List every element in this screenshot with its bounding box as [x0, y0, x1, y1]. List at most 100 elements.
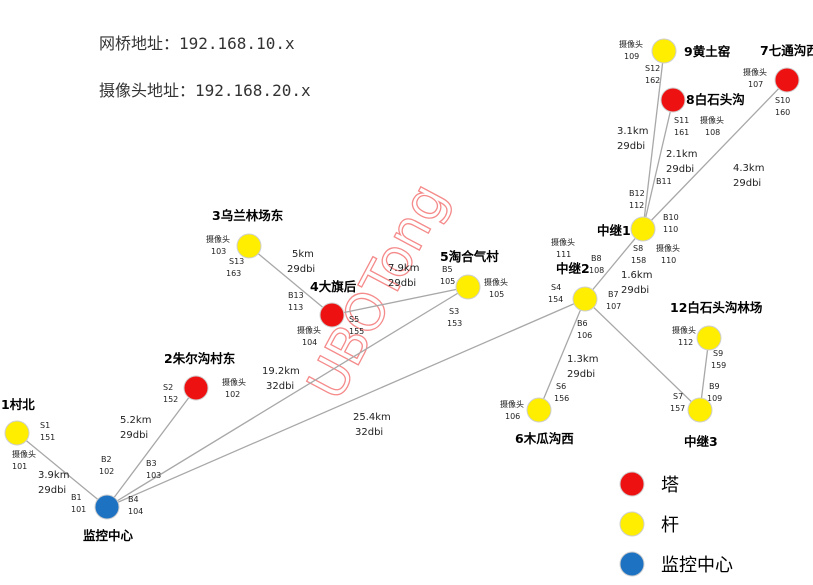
equipment-number: 153 — [447, 319, 462, 328]
link-gain-label: 29dbi — [38, 485, 66, 496]
node-n2 — [183, 375, 209, 401]
equipment-number: 154 — [548, 295, 563, 304]
node-name: 4大旗后 — [310, 279, 357, 294]
node-n5 — [455, 274, 481, 300]
equipment-code: B13 — [288, 291, 304, 300]
camera-label: 摄像头 — [743, 67, 767, 77]
equipment-code: B11 — [656, 177, 672, 186]
camera-id: 112 — [678, 338, 693, 347]
equipment-code: B3 — [146, 459, 157, 468]
equipment-code: S8 — [633, 244, 643, 253]
link-gain-label: 29dbi — [666, 164, 694, 175]
camera-id: 102 — [225, 390, 240, 399]
camera-label: 摄像头 — [297, 325, 321, 335]
node-n12 — [696, 325, 722, 351]
equipment-number: 107 — [606, 302, 621, 311]
equipment-number: 152 — [163, 395, 178, 404]
node-name: 中继1 — [597, 223, 631, 238]
equipment-number: 159 — [711, 361, 726, 370]
camera-label: 摄像头 — [484, 277, 508, 287]
node-name: 6木瓜沟西 — [515, 431, 574, 446]
link-gain-label: 29dbi — [567, 369, 595, 380]
equipment-code: B7 — [608, 290, 619, 299]
link-gain-label: 29dbi — [287, 264, 315, 275]
equipment-code: S2 — [163, 383, 173, 392]
node-name: 3乌兰林场东 — [212, 208, 284, 223]
equipment-code: S10 — [775, 96, 790, 105]
link-mc-n1 — [16, 432, 108, 508]
link-r1-n9 — [642, 50, 665, 230]
equipment-code: S5 — [349, 315, 359, 324]
equipment-number: 158 — [631, 256, 646, 265]
node-r3 — [687, 397, 713, 423]
camera-address-text: 摄像头地址：192.168.20.x — [99, 81, 311, 100]
camera-id: 104 — [302, 338, 317, 347]
link-gain-label: 29dbi — [617, 141, 645, 152]
node-n8 — [660, 87, 686, 113]
camera-label: 摄像头 — [700, 115, 724, 125]
link-distance-label: 3.1km — [617, 126, 648, 137]
link-distance-label: 25.4km — [353, 412, 391, 423]
equipment-code: S9 — [713, 349, 723, 358]
camera-label: 摄像头 — [500, 399, 524, 409]
equipment-number: 105 — [440, 277, 455, 286]
camera-label: 摄像头 — [206, 234, 230, 244]
equipment-number: 102 — [99, 467, 114, 476]
equipment-code: B4 — [128, 495, 139, 504]
legend-label-pole: 杆 — [661, 515, 679, 536]
legend-label-center: 监控中心 — [661, 555, 733, 576]
link-gain-label: 29dbi — [733, 178, 761, 189]
node-r1 — [630, 216, 656, 242]
camera-label: 摄像头 — [656, 243, 680, 253]
equipment-number: 110 — [663, 225, 678, 234]
equipment-number: 106 — [577, 331, 592, 340]
camera-label: 摄像头 — [12, 449, 36, 459]
node-n7 — [774, 67, 800, 93]
link-n4-n5 — [331, 286, 469, 316]
equipment-number: 101 — [71, 505, 86, 514]
equipment-number: 160 — [775, 108, 790, 117]
node-mc — [94, 494, 120, 520]
equipment-code: B12 — [629, 189, 645, 198]
node-name: 8白石头沟 — [686, 92, 745, 107]
link-distance-label: 7.9km — [388, 263, 419, 274]
link-mc-n2 — [106, 387, 197, 508]
camera-id: 110 — [661, 256, 676, 265]
equipment-number: 109 — [707, 394, 722, 403]
camera-id: 101 — [12, 462, 27, 471]
link-r1-n7 — [642, 79, 788, 230]
node-name: 9黄土窑 — [684, 44, 730, 59]
link-distance-label: 5.2km — [120, 415, 151, 426]
camera-id: 107 — [748, 80, 763, 89]
equipment-number: 113 — [288, 303, 303, 312]
legend-label-tower: 塔 — [661, 475, 679, 496]
camera-label: 摄像头 — [672, 325, 696, 335]
node-n3 — [236, 233, 262, 259]
node-name: 1村北 — [1, 397, 35, 412]
equipment-number: 163 — [226, 269, 241, 278]
node-name: 12白石头沟林场 — [670, 300, 762, 315]
equipment-number: 103 — [146, 471, 161, 480]
node-n9 — [651, 38, 677, 64]
camera-id: 103 — [211, 247, 226, 256]
camera-id: 108 — [705, 128, 720, 137]
link-distance-label: 5km — [292, 249, 314, 260]
link-gain-label: 32dbi — [266, 381, 294, 392]
node-name: 5淘合气村 — [440, 249, 499, 264]
equipment-code: B9 — [709, 382, 720, 391]
legend-swatch-center — [619, 551, 645, 577]
link-n3-n4 — [248, 245, 333, 316]
link-gain-label: 32dbi — [355, 427, 383, 438]
equipment-number: 162 — [645, 76, 660, 85]
link-distance-label: 1.3km — [567, 354, 598, 365]
link-gain-label: 29dbi — [621, 285, 649, 296]
equipment-code: B8 — [591, 254, 602, 263]
node-n4 — [319, 302, 345, 328]
link-distance-label: 2.1km — [666, 149, 697, 160]
camera-id: 109 — [624, 52, 639, 61]
equipment-code: B1 — [71, 493, 82, 502]
equipment-code: S1 — [40, 421, 50, 430]
camera-id: 106 — [505, 412, 520, 421]
equipment-number: 104 — [128, 507, 143, 516]
